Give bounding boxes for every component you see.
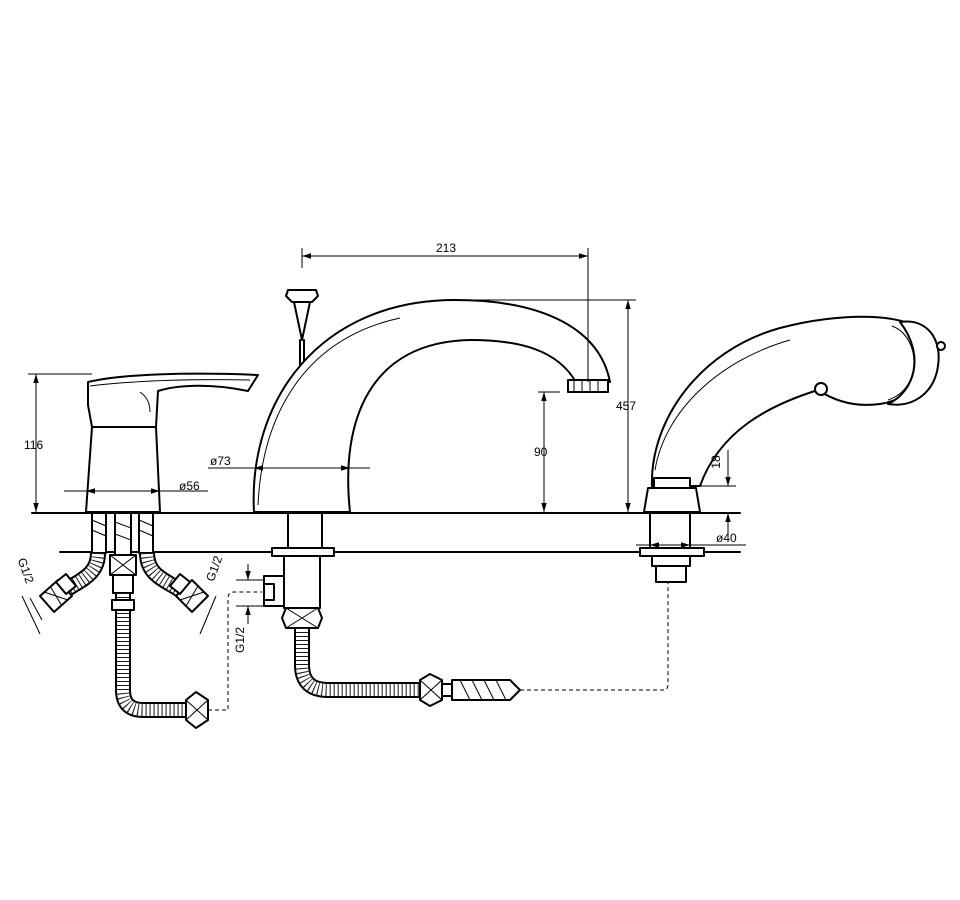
mixer-body <box>85 426 161 513</box>
label-total-height: 457 <box>616 399 636 413</box>
dim-total-height <box>460 299 636 512</box>
hose-shower <box>294 628 521 707</box>
label-mixer-height: 116 <box>24 438 43 452</box>
dim-reach <box>301 248 589 382</box>
dim-thread-left <box>21 595 43 635</box>
dashed-connection-shower <box>520 582 669 691</box>
mixer-connections <box>91 512 154 594</box>
dim-spout-height <box>538 391 560 512</box>
dashed-connection-mixer <box>208 591 262 711</box>
shower-holder <box>639 477 705 583</box>
label-spout-reach: 213 <box>436 241 456 255</box>
mixer-lever <box>87 372 259 428</box>
label-thread-left: G1/2 <box>15 556 37 586</box>
label-spout-height: 90 <box>534 445 548 459</box>
label-spout-base-diameter: ø73 <box>210 454 231 468</box>
label-holder-diameter: ø40 <box>716 531 737 545</box>
label-thread-diverter: G1/2 <box>233 627 247 653</box>
dim-thread-diverter <box>236 564 264 624</box>
label-thread-right: G1/2 <box>203 554 225 584</box>
label-mixer-base-diameter: ø56 <box>179 479 200 493</box>
hose-right <box>139 552 209 613</box>
dim-thread-right <box>199 595 217 635</box>
spout <box>252 299 611 513</box>
hose-mixer-outlet <box>111 593 209 729</box>
spout-mounting <box>263 512 335 629</box>
hose-left <box>39 552 106 613</box>
hand-shower <box>650 315 946 487</box>
dim-mixer-height <box>28 373 92 512</box>
dim-holder-height <box>692 450 736 540</box>
label-holder-height: 18 <box>709 455 723 469</box>
